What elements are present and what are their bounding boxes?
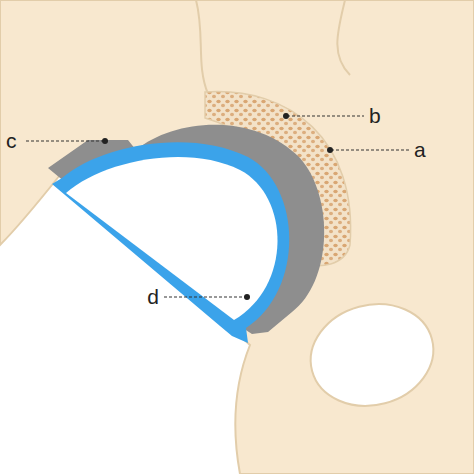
callout-letter: d xyxy=(147,286,159,307)
leader-line xyxy=(164,296,246,297)
bone-contour xyxy=(196,0,208,94)
socket-interior xyxy=(66,157,278,320)
obturator-foramen xyxy=(299,291,445,420)
leader-dot xyxy=(283,113,289,119)
leader-line xyxy=(287,115,364,116)
liner xyxy=(52,142,289,343)
leader-line xyxy=(331,149,410,150)
leader-dot xyxy=(102,138,108,144)
callout-letter: a xyxy=(414,139,426,160)
callout-letter: b xyxy=(369,105,381,126)
callout-letter: c xyxy=(6,130,17,151)
leader-dot xyxy=(327,147,333,153)
bone-contour xyxy=(337,0,350,75)
leader-line xyxy=(26,140,104,141)
leader-dot xyxy=(244,294,250,300)
